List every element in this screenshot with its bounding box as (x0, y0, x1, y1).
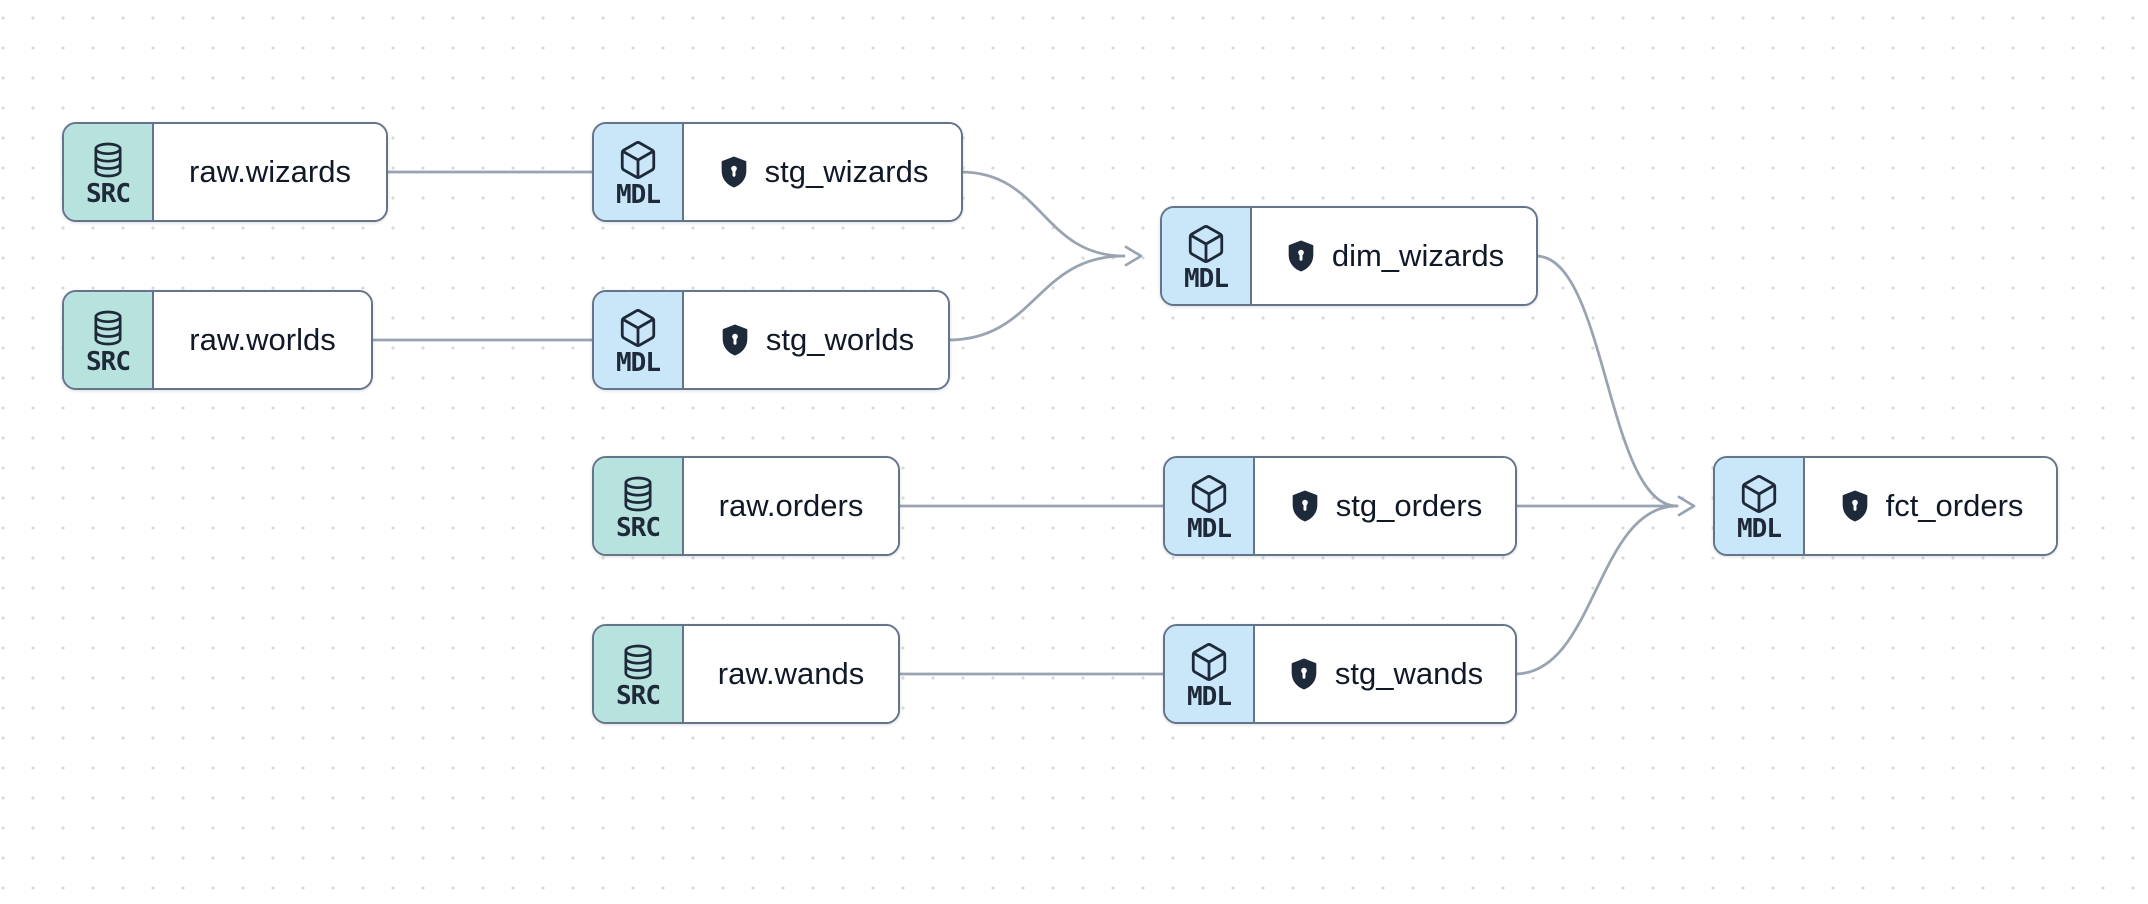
node-name-label: dim_wizards (1331, 238, 1505, 273)
edge-stg-wizards-to-dim-wizards (959, 170, 1126, 258)
node-stg-wizards[interactable]: MDL stg_wizards (592, 122, 963, 222)
shield-lock-icon (1288, 240, 1314, 272)
edge-stg-worlds-to-dim-wizards (946, 254, 1126, 342)
node-type-label: MDL (1187, 513, 1232, 544)
node-type-label: MDL (616, 347, 661, 378)
node-body: stg_wands (1255, 626, 1515, 722)
node-type-badge: SRC (64, 124, 154, 220)
cube-icon (620, 308, 656, 347)
node-type-label: SRC (616, 680, 661, 711)
node-raw-orders[interactable]: SRC raw.orders (592, 456, 900, 556)
node-fct-orders[interactable]: MDL fct_orders (1713, 456, 2058, 556)
node-stg-wands[interactable]: MDL stg_wands (1163, 624, 1517, 724)
node-raw-wizards[interactable]: SRC raw.wizards (62, 122, 388, 222)
node-name-label: raw.orders (718, 488, 864, 523)
node-body: dim_wizards (1252, 208, 1536, 304)
node-name-label: stg_orders (1335, 488, 1483, 523)
database-icon (624, 644, 652, 680)
node-type-badge: MDL (594, 124, 684, 220)
node-raw-worlds[interactable]: SRC raw.worlds (62, 290, 373, 390)
cube-icon (1191, 474, 1227, 513)
node-name-label: raw.worlds (189, 322, 336, 357)
node-type-badge: SRC (594, 626, 684, 722)
cube-icon (1191, 642, 1227, 681)
node-name-label: raw.wizards (189, 154, 351, 189)
node-type-badge: MDL (1162, 208, 1252, 304)
shield-lock-icon (1291, 658, 1317, 690)
node-name-label: stg_wizards (764, 154, 929, 189)
node-stg-orders[interactable]: MDL stg_orders (1163, 456, 1517, 556)
node-stg-worlds[interactable]: MDL stg_worlds (592, 290, 950, 390)
edge-dim-wizards-to-fct-orders (1534, 254, 1679, 508)
node-type-badge: SRC (594, 458, 684, 554)
node-body: raw.worlds (154, 292, 371, 388)
node-type-badge: SRC (64, 292, 154, 388)
node-body: raw.orders (684, 458, 898, 554)
node-type-badge: MDL (1165, 626, 1255, 722)
shield-lock-icon (1292, 490, 1318, 522)
node-type-label: SRC (86, 178, 131, 209)
arrowhead-icon (1124, 245, 1143, 267)
node-body: raw.wands (684, 626, 898, 722)
shield-lock-icon (722, 324, 748, 356)
cube-icon (1188, 224, 1224, 263)
cube-icon (1741, 474, 1777, 513)
node-dim-wizards[interactable]: MDL dim_wizards (1160, 206, 1538, 306)
node-name-label: raw.wands (717, 656, 865, 691)
node-body: fct_orders (1805, 458, 2056, 554)
cube-icon (620, 140, 656, 179)
node-body: stg_orders (1255, 458, 1515, 554)
database-icon (624, 476, 652, 512)
node-name-label: fct_orders (1885, 488, 2024, 523)
node-name-label: stg_worlds (765, 322, 915, 357)
node-type-label: SRC (86, 346, 131, 377)
shield-lock-icon (721, 156, 746, 188)
node-body: stg_wizards (684, 124, 961, 220)
node-type-label: MDL (616, 179, 661, 210)
node-type-label: SRC (616, 512, 661, 543)
node-type-label: MDL (1737, 513, 1782, 544)
arrowhead-icon (1677, 495, 1696, 517)
edge-stg-wands-to-fct-orders (1513, 504, 1679, 676)
node-raw-wands[interactable]: SRC raw.wands (592, 624, 900, 724)
node-body: stg_worlds (684, 292, 948, 388)
shield-lock-icon (1842, 490, 1867, 522)
node-body: raw.wizards (154, 124, 386, 220)
node-type-label: MDL (1187, 681, 1232, 712)
node-type-badge: MDL (1715, 458, 1805, 554)
node-type-badge: MDL (1165, 458, 1255, 554)
database-icon (94, 142, 122, 178)
node-type-badge: MDL (594, 292, 684, 388)
node-type-label: MDL (1184, 263, 1229, 294)
node-name-label: stg_wands (1334, 656, 1484, 691)
database-icon (94, 310, 122, 346)
